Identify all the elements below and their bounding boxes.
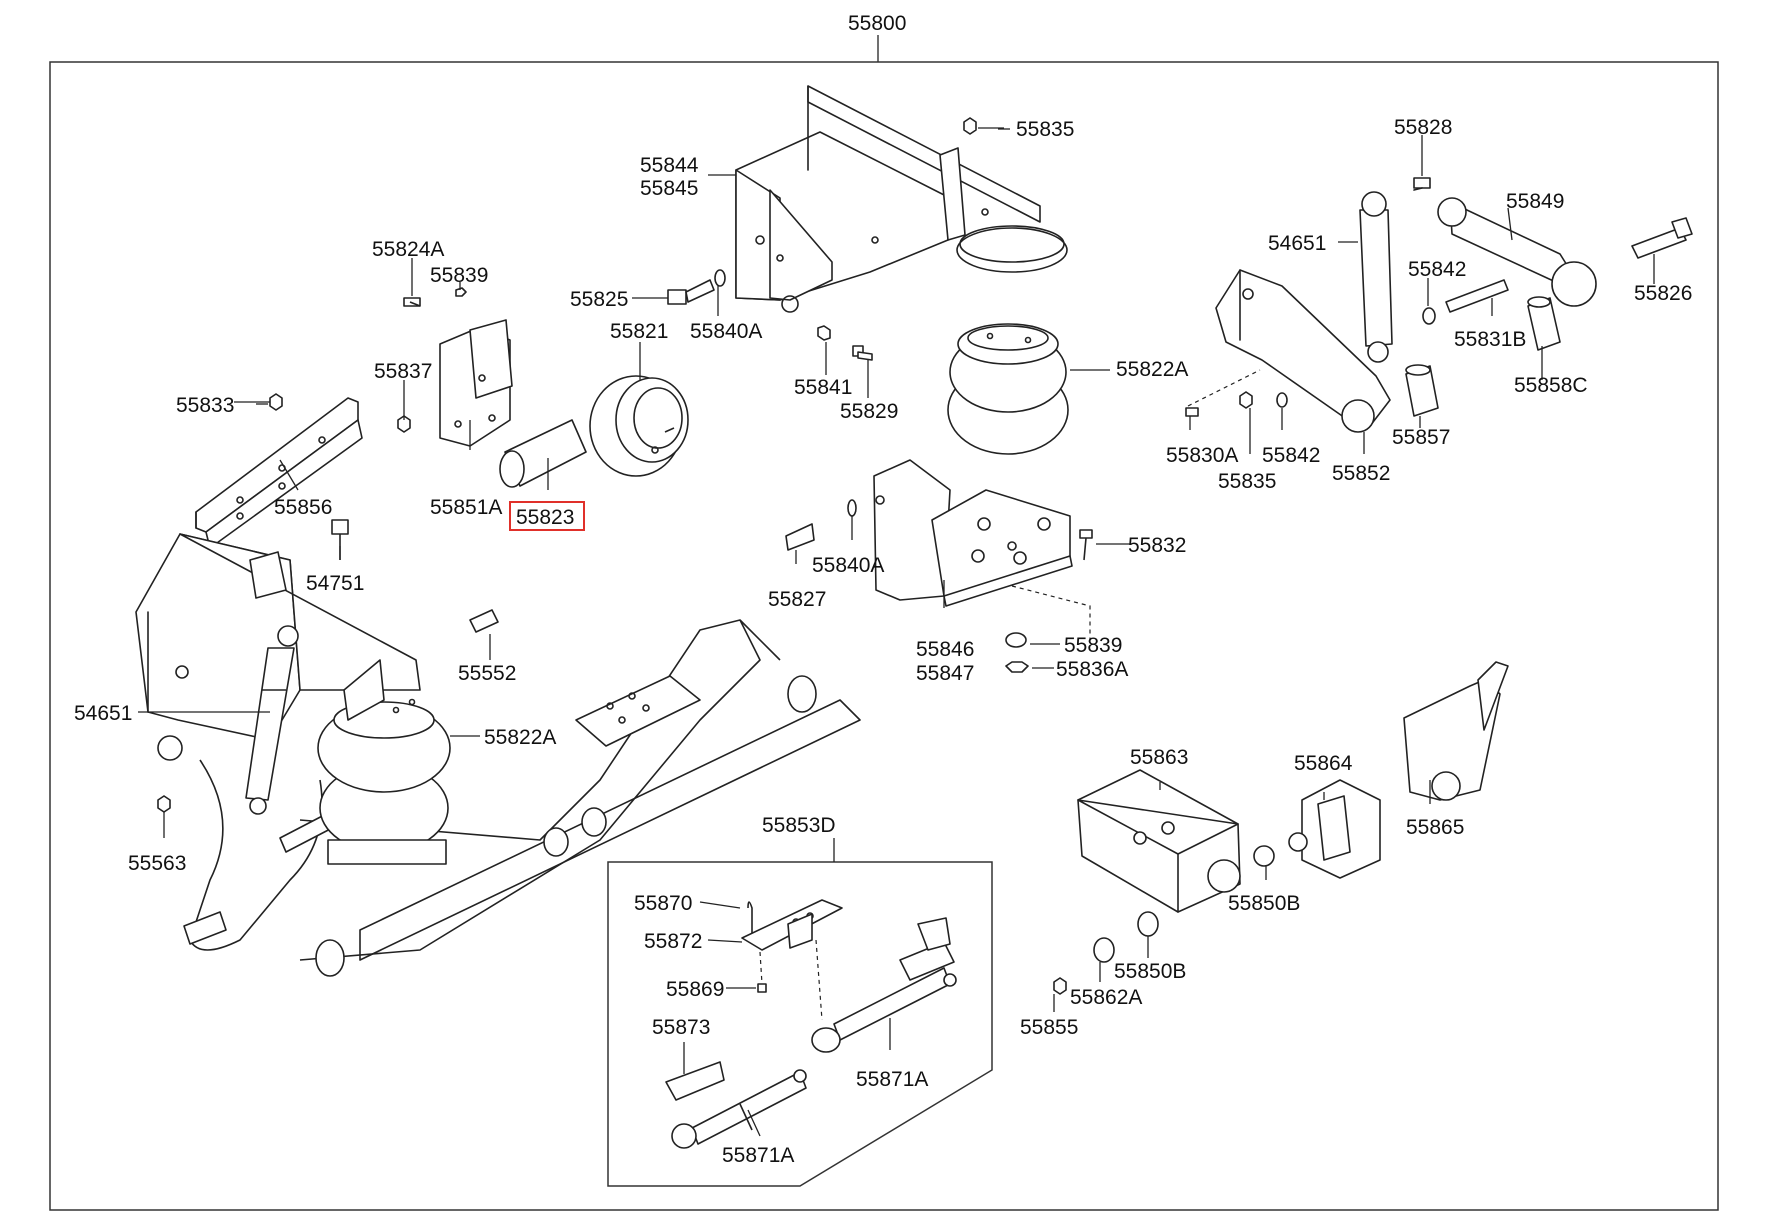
part-label[interactable]: 55842 [1262,444,1320,467]
assembly-number-label[interactable]: 55800 [848,12,906,35]
crossmember-bracket-drawing [735,85,1068,313]
part-label[interactable]: 54651 [1268,232,1326,255]
bump-stop-drawing [589,375,689,477]
part-label[interactable]: 55840A [690,320,762,343]
part-label[interactable]: 55850B [1114,960,1186,983]
part-label[interactable]: 55840A [812,554,884,577]
part-label[interactable]: 55856 [274,496,332,519]
part-label[interactable]: 55835 [1016,118,1074,141]
part-label[interactable]: 55825 [570,288,628,311]
right-hardware-drawing [1185,197,1693,417]
part-label[interactable]: 55851A [430,496,502,519]
part-label[interactable]: 55826 [1634,282,1692,305]
upper-link-bracket-drawing [397,287,513,447]
part-label[interactable]: 55849 [1506,190,1564,213]
axle-frame-assembly-drawing [135,533,861,977]
part-label[interactable]: 55871A [722,1144,794,1167]
channel-bracket-drawing [195,393,363,549]
part-label[interactable]: 55829 [840,400,898,423]
part-label[interactable]: 55552 [458,662,516,685]
part-label[interactable]: 55824A [372,238,444,261]
part-label[interactable]: 55852 [1332,462,1390,485]
bushing-tube-drawing [499,419,587,488]
part-label[interactable]: 55842 [1408,258,1466,281]
part-label[interactable]: 55847 [916,662,974,685]
air-spring-lower-drawing [317,659,451,865]
part-label[interactable]: 55837 [374,360,432,383]
highlighted-part-label[interactable]: 55823 [516,506,574,529]
shock-absorber-left-drawing [245,625,299,815]
part-label[interactable]: 55839 [1064,634,1122,657]
part-label[interactable]: 55839 [430,264,488,287]
part-label[interactable]: 55864 [1294,752,1353,775]
part-label[interactable]: 55563 [128,852,186,875]
part-label[interactable]: 55869 [666,978,724,1001]
lower-bracket-drawing [785,459,1093,673]
trailing-arm-drawing [1215,177,1431,433]
lower-right-brackets-drawing [1053,661,1509,995]
part-labels: 55835 55844 55845 55828 55849 54651 5582… [74,116,1692,1167]
part-label[interactable]: 55833 [176,394,234,417]
part-label[interactable]: 55862A [1070,986,1142,1009]
part-label[interactable]: 55821 [610,320,668,343]
part-label[interactable]: 55855 [1020,1016,1078,1039]
air-spring-upper-drawing [947,323,1069,455]
part-label[interactable]: 54651 [74,702,132,725]
part-label[interactable]: 55850B [1228,892,1300,915]
part-label[interactable]: 55872 [644,930,702,953]
part-label[interactable]: 55828 [1394,116,1452,139]
part-label[interactable]: 55845 [640,177,698,200]
part-label[interactable]: 55822A [484,726,556,749]
part-label[interactable]: 55836A [1056,658,1128,681]
assembly-frame: 55800 [49,12,1719,1211]
upper-hardware-drawing [667,117,1004,361]
part-label[interactable]: 55822A [1116,358,1188,381]
part-label[interactable]: 55858C [1514,374,1588,397]
part-label[interactable]: 55863 [1130,746,1188,769]
part-label[interactable]: 55835 [1218,470,1276,493]
part-label[interactable]: 55846 [916,638,974,661]
part-label[interactable]: 54751 [306,572,364,595]
part-label[interactable]: 55865 [1406,816,1464,839]
lower-left-bolts-drawing [157,519,499,813]
part-label[interactable]: 55870 [634,892,692,915]
part-label[interactable]: 55830A [1166,444,1238,467]
leader-lines [138,128,1655,1137]
part-label[interactable]: 55831B [1454,328,1526,351]
part-label[interactable]: 55871A [856,1068,928,1091]
part-label[interactable]: 55857 [1392,426,1450,449]
part-label[interactable]: 55844 [640,154,699,177]
part-label[interactable]: 55853D [762,814,836,837]
inset-kit-box [607,838,993,1187]
part-label[interactable]: 55841 [794,376,852,399]
highlight-box [509,501,585,531]
part-label[interactable]: 55873 [652,1016,710,1039]
part-label[interactable]: 55827 [768,588,826,611]
part-label[interactable]: 55832 [1128,534,1186,557]
